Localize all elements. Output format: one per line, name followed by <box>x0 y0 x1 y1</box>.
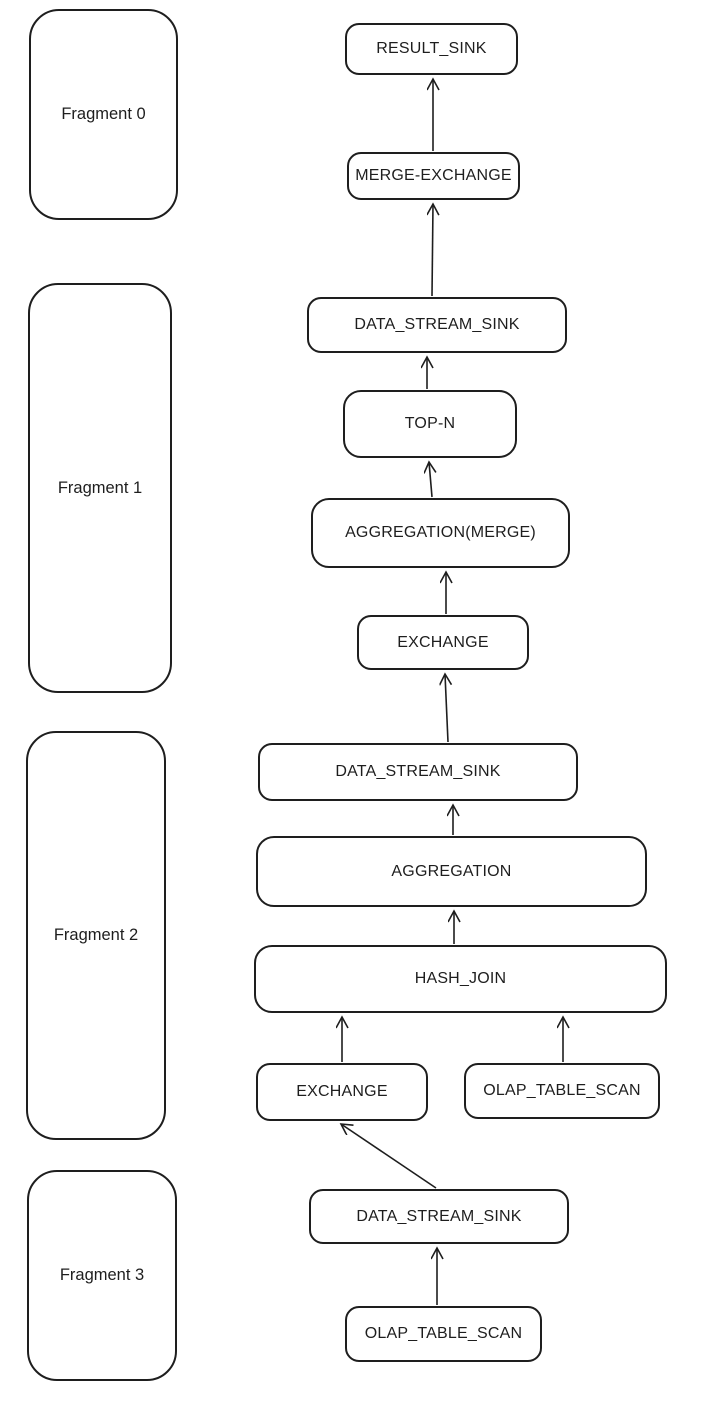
fragment-2-box: Fragment 2 <box>26 731 166 1140</box>
node-label: AGGREGATION <box>391 862 512 880</box>
node-label: AGGREGATION(MERGE) <box>345 524 536 541</box>
arrow-dss1-to-merge-exchange <box>432 204 433 297</box>
fragment-0-label: Fragment 0 <box>61 105 146 123</box>
fragment-2-label: Fragment 2 <box>53 926 139 944</box>
node-label: TOP-N <box>404 415 456 432</box>
node-data-stream-sink-2: DATA_STREAM_SINK <box>258 743 578 801</box>
fragment-3-label: Fragment 3 <box>59 1266 145 1284</box>
node-label: DATA_STREAM_SINK <box>356 1207 522 1225</box>
arrow-dss2-to-exchange1 <box>445 674 448 743</box>
node-label: OLAP_TABLE_SCAN <box>364 1325 523 1342</box>
node-olap-table-scan-1: OLAP_TABLE_SCAN <box>464 1063 660 1119</box>
node-aggregation: AGGREGATION <box>256 836 647 907</box>
node-aggregation-merge: AGGREGATION(MERGE) <box>311 498 570 568</box>
fragment-0-box: Fragment 0 <box>29 9 178 220</box>
node-label: OLAP_TABLE_SCAN <box>483 1082 641 1099</box>
fragment-3-box: Fragment 3 <box>27 1170 177 1381</box>
node-merge-exchange: MERGE-EXCHANGE <box>347 152 520 200</box>
arrow-dss3-to-exchange2 <box>341 1124 437 1189</box>
node-exchange-1: EXCHANGE <box>357 615 529 670</box>
node-result-sink: RESULT_SINK <box>345 23 518 75</box>
fragment-1-box: Fragment 1 <box>28 283 172 693</box>
node-label: RESULT_SINK <box>376 40 487 57</box>
node-data-stream-sink-1: DATA_STREAM_SINK <box>307 297 567 353</box>
node-label: EXCHANGE <box>296 1083 388 1100</box>
node-top-n: TOP-N <box>343 390 517 458</box>
node-label: DATA_STREAM_SINK <box>335 763 501 780</box>
node-label: MERGE-EXCHANGE <box>355 167 512 184</box>
node-olap-table-scan-2: OLAP_TABLE_SCAN <box>345 1306 542 1362</box>
fragment-1-label: Fragment 1 <box>57 478 143 497</box>
arrow-aggmerge-to-topn <box>429 462 432 498</box>
node-label: DATA_STREAM_SINK <box>354 316 520 333</box>
node-data-stream-sink-3: DATA_STREAM_SINK <box>309 1189 569 1244</box>
node-label: HASH_JOIN <box>414 970 507 987</box>
node-hash-join: HASH_JOIN <box>254 945 667 1013</box>
node-exchange-2: EXCHANGE <box>256 1063 428 1121</box>
node-label: EXCHANGE <box>397 633 489 651</box>
